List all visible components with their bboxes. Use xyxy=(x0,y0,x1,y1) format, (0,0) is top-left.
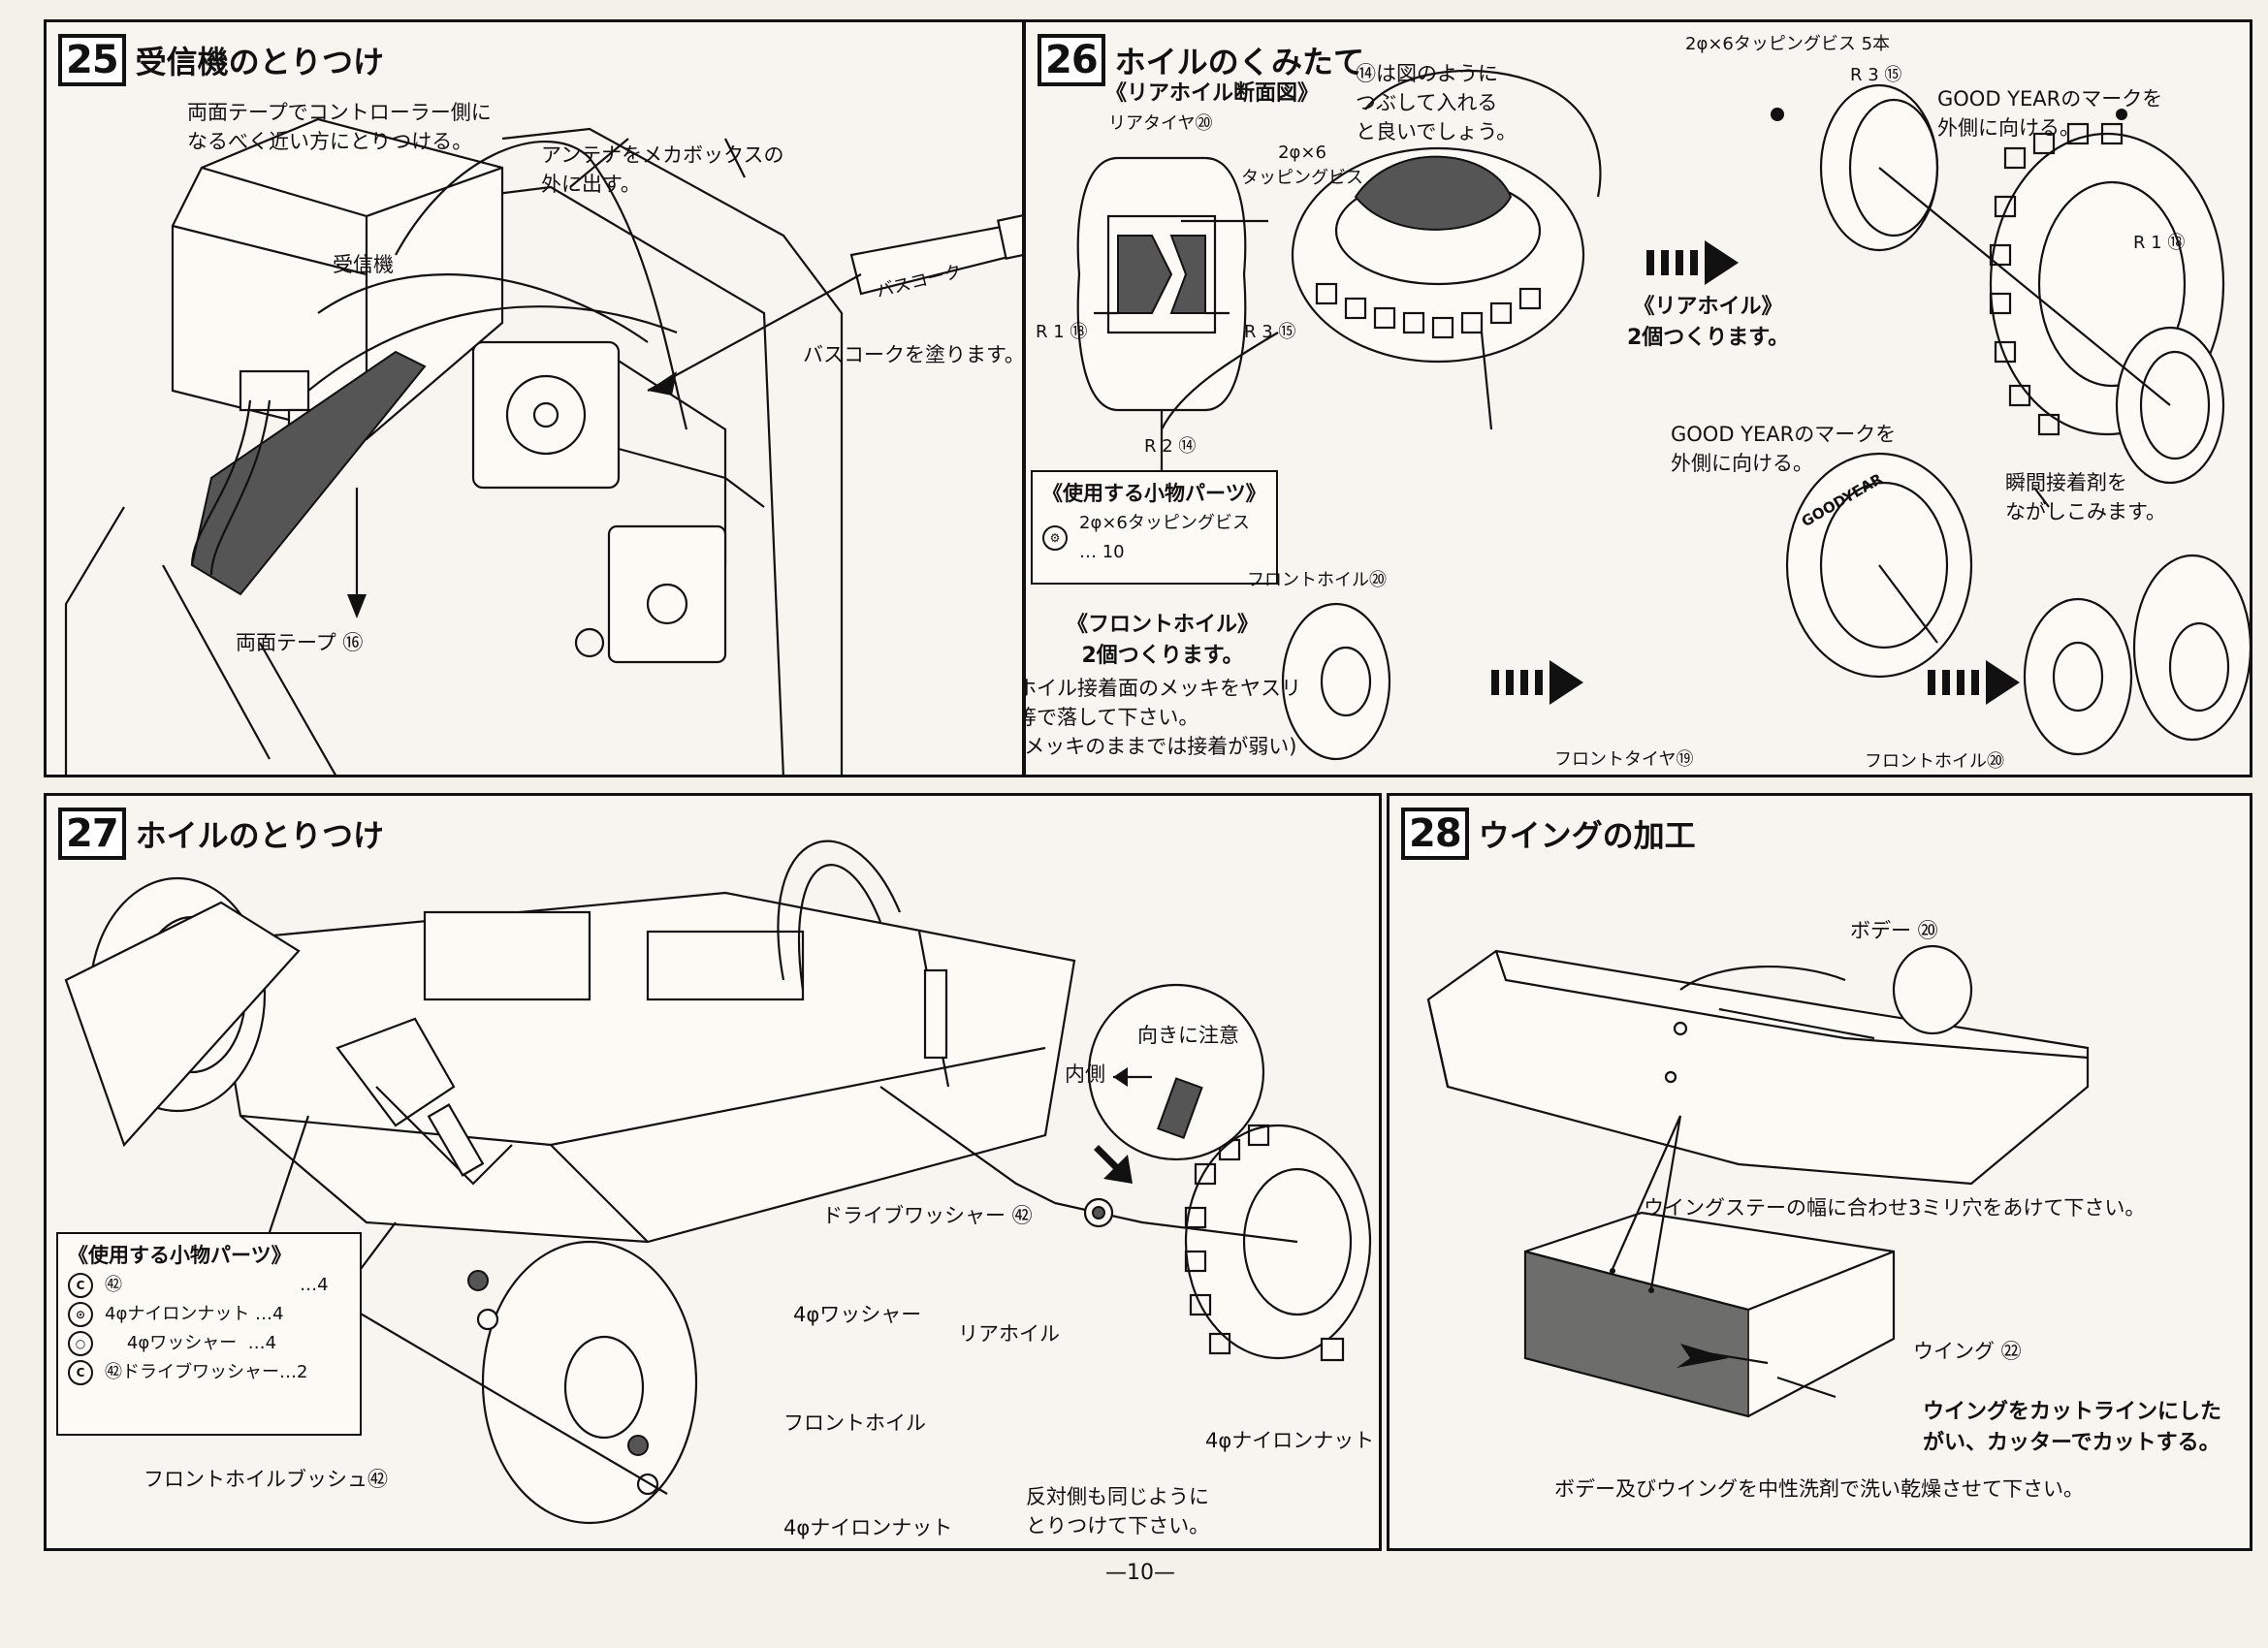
direction-note: 向きに注意 xyxy=(1137,1024,1239,1047)
page-number: —10— xyxy=(1105,1561,1175,1585)
step-title: ウイングの加工 xyxy=(1478,817,1696,854)
wing-processing-illustration xyxy=(1426,944,2090,1418)
drive-washer-icon: C xyxy=(68,1360,93,1385)
bush-icon: C xyxy=(68,1273,93,1298)
wash-note: ボデー及びウイングを中性洗剤で洗い乾燥させて下さい。 xyxy=(1554,1477,2084,1501)
front-tire-label: フロントタイヤ⑲ xyxy=(1554,749,1694,770)
step-number: 28 xyxy=(1401,808,1469,860)
step-28-header: 28 ウイングの加工 xyxy=(1401,808,1696,860)
parts-title: 《使用する小物パーツ》 xyxy=(1042,482,1266,505)
parts-label: ㊷ドライブワッシャー…2 xyxy=(105,1362,308,1382)
screw-icon: ⚙ xyxy=(1042,525,1068,551)
drive-washer-label: ドライブワッシャー ㊷ xyxy=(822,1204,1033,1227)
wheel-assembly-illustration xyxy=(1076,69,2250,761)
nylon-nut-rear-label: 4φナイロンナット xyxy=(1205,1429,1375,1452)
front-wheel-label-b: フロントホイル⑳ xyxy=(1865,751,2004,772)
step-title: 受信機のとりつけ xyxy=(135,44,384,80)
parts-row: C ㊷ …4 xyxy=(68,1271,350,1300)
other-side-note: 反対側も同じように とりつけて下さい。 xyxy=(1026,1485,1210,1537)
front-wheel-title: 《フロントホイル》 2個つくります。 xyxy=(1067,613,1260,668)
goodyear-note-top: GOOD YEARのマークを 外側に向ける。 xyxy=(1937,87,2163,140)
body-label: ボデー ⑳ xyxy=(1850,919,1938,942)
rear-tire-label: リアタイヤ⑳ xyxy=(1108,113,1213,134)
step-number: 25 xyxy=(58,34,126,86)
parts-screw-label: 2φ×6タッピングビス … 10 xyxy=(1079,513,1250,562)
parts-label: 4φナイロンナット …4 xyxy=(105,1304,284,1324)
r1-label-left: R 1 ⑱ xyxy=(1036,322,1088,342)
tape-instruction: 両面テープでコントローラー側に なるべく近い方にとりつける。 xyxy=(187,101,492,153)
r3-label-right: R 3 ⑮ xyxy=(1850,65,1902,85)
cut-note: ウイングをカットラインにした がい、カッターでカットする。 xyxy=(1923,1400,2222,1455)
r3-label-left: R 3 ⑮ xyxy=(1244,322,1296,342)
step-28-panel: 28 ウイングの加工 ボデー ⑳ ウイングステーの幅に合わせ3ミリ穴をあけて下さ… xyxy=(1387,793,2252,1551)
wing-label: ウイング ㉒ xyxy=(1913,1340,2022,1363)
step-26-header: 26 ホイルのくみたて xyxy=(1038,34,1364,86)
r2-label: R 2 ⑭ xyxy=(1144,436,1197,457)
step-number: 26 xyxy=(1038,34,1105,86)
parts-row: C ㊷ドライブワッシャー…2 xyxy=(68,1358,350,1387)
parts-label: ㊷ …4 xyxy=(105,1275,329,1295)
parts-box-27: 《使用する小物パーツ》 C ㊷ …4 ⊙ 4φナイロンナット …4 ○ 4φワッ… xyxy=(56,1232,362,1436)
parts-row: ⊙ 4φナイロンナット …4 xyxy=(68,1300,350,1329)
squeeze-note: ⑭は図のように つぶして入れる と良いでしょう。 xyxy=(1356,62,1517,143)
goodyear-note-mid: GOOD YEARのマークを 外側に向ける。 xyxy=(1671,423,1897,475)
step-25-header: 25 受信機のとりつけ xyxy=(58,34,384,86)
step-26-panel: 26 ホイルのくみたて 《リアホイル断面図》 リアタイヤ⑳ 2φ×6 タッピング… xyxy=(1023,19,2252,777)
screw-label: 2φ×6 タッピングビス xyxy=(1241,143,1363,188)
antenna-instruction: アンテナをメカボックスの 外に出す。 xyxy=(541,143,784,196)
plating-note: ホイル接着面のメッキをヤスリ 等で落して下さい。 (メッキのままでは接着が弱い) xyxy=(1023,677,1301,758)
r1-label-right: R 1 ⑱ xyxy=(2133,233,2186,253)
parts-box-26: 《使用する小物パーツ》 ⚙ 2φ×6タッピングビス … 10 xyxy=(1031,470,1278,585)
nut-icon: ⊙ xyxy=(68,1302,93,1327)
step-number: 27 xyxy=(58,808,126,860)
rear-wheel-label: リアホイル xyxy=(958,1322,1060,1346)
rear-wheel-title: 《リアホイル》 2個つくります。 xyxy=(1627,295,1790,350)
parts-label: 4φワッシャー …4 xyxy=(105,1333,277,1353)
step-title: ホイルのとりつけ xyxy=(135,817,384,854)
rear-section-title: 《リアホイル断面図》 xyxy=(1105,81,1320,106)
parts-row: ⚙ 2φ×6タッピングビス … 10 xyxy=(1042,509,1266,567)
receiver-illustration xyxy=(64,117,1022,775)
front-wheel-label: フロントホイル xyxy=(783,1411,926,1435)
front-bush-label: フロントホイルブッシュ㊷ xyxy=(144,1468,388,1491)
washer-icon: ○ xyxy=(68,1331,93,1356)
step-27-header: 27 ホイルのとりつけ xyxy=(58,808,384,860)
inner-side-label: 内側 xyxy=(1065,1062,1105,1086)
receiver-label: 受信機 xyxy=(333,253,394,276)
nylon-nut-front-label: 4φナイロンナット xyxy=(783,1516,953,1539)
step-27-panel: 27 ホイルのとりつけ 向きに注意 内側 ドライブワッシャー ㊷ リアホイル 4… xyxy=(44,793,1382,1551)
glue-note: 瞬間接着剤を ながしこみます。 xyxy=(2005,471,2166,523)
washer-label: 4φワッシャー xyxy=(793,1303,922,1326)
hole-note: ウイングステーの幅に合わせ3ミリ穴をあけて下さい。 xyxy=(1644,1196,2146,1220)
step-title: ホイルのくみたて xyxy=(1114,44,1364,80)
tape-label: 両面テープ ⑯ xyxy=(236,631,364,654)
front-wheel-label-a: フロントホイル⑳ xyxy=(1247,570,1387,590)
parts-title: 《使用する小物パーツ》 xyxy=(68,1244,292,1267)
caulk-instruction: バスコークを塗ります。 xyxy=(803,343,1025,366)
screws-top-label: 2φ×6タッピングビス 5本 xyxy=(1685,34,1891,54)
parts-row: ○ 4φワッシャー …4 xyxy=(68,1329,350,1358)
step-25-panel: 25 受信機のとりつけ 両面テープでコントローラー側に なるべく近い方にとりつけ… xyxy=(44,19,1025,777)
wheel-mounting-illustration xyxy=(64,840,1372,1525)
